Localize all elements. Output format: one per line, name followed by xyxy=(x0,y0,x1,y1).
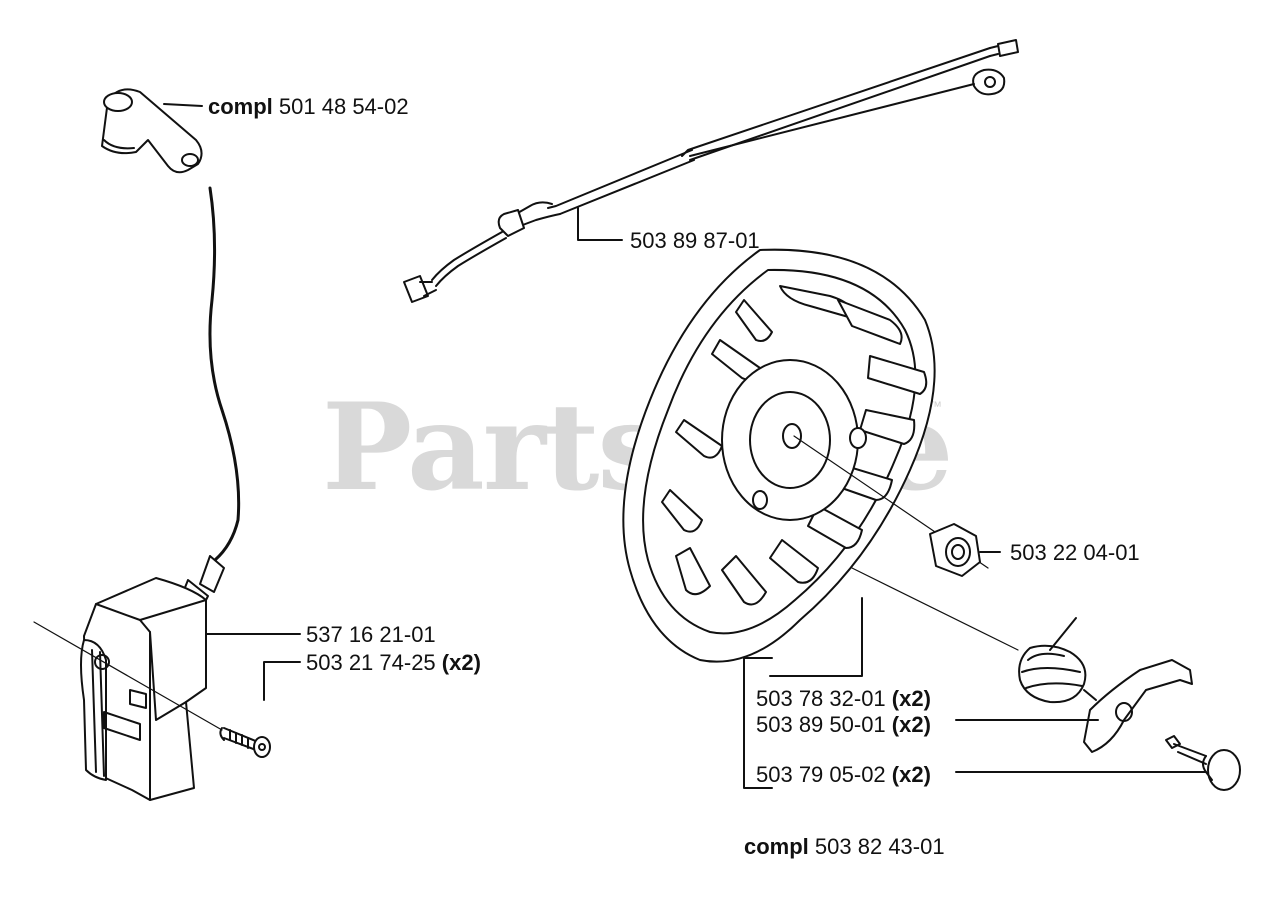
spark-plug-boot-illustration xyxy=(101,88,203,174)
callout-prefix: compl xyxy=(744,834,809,859)
callout-part-number: 503 21 74-25 xyxy=(306,650,436,675)
callout-prefix: compl xyxy=(208,94,273,119)
callout-module-screw[interactable]: 503 21 74-25 (x2) xyxy=(306,652,481,674)
pawl-pin-illustration xyxy=(1165,735,1241,791)
callout-flywheel-assembly[interactable]: compl 503 82 43-01 xyxy=(744,836,945,858)
callout-ignition-module[interactable]: 537 16 21-01 xyxy=(306,624,436,646)
callout-quantity: (x2) xyxy=(441,650,481,675)
leader-wire-harness xyxy=(577,207,623,241)
pawl-spring-illustration xyxy=(1018,617,1097,704)
callout-pawl-pin[interactable]: 503 79 05-02 (x2) xyxy=(756,764,931,786)
callout-part-number: 503 79 05-02 xyxy=(756,762,886,787)
pawl-axis-line xyxy=(851,567,1019,651)
callout-quantity: (x2) xyxy=(891,686,931,711)
module-screw-illustration xyxy=(219,727,271,758)
callout-part-number: 503 78 32-01 xyxy=(756,686,886,711)
callout-quantity: (x2) xyxy=(891,762,931,787)
screw-axis-line xyxy=(33,621,223,731)
callout-spark-plug-boot[interactable]: compl 501 48 54-02 xyxy=(208,96,409,118)
callout-flywheel-nut[interactable]: 503 22 04-01 xyxy=(1010,542,1140,564)
leader-spark-plug-boot xyxy=(163,103,203,107)
callout-part-number: 503 89 50-01 xyxy=(756,712,886,737)
callout-pawl-spring[interactable]: 503 89 50-01 (x2) xyxy=(756,714,931,736)
callout-part-number: 503 82 43-01 xyxy=(814,834,945,859)
callout-wire-harness[interactable]: 503 89 87-01 xyxy=(630,230,760,252)
ignition-module-illustration xyxy=(80,555,225,801)
callout-part-number: 537 16 21-01 xyxy=(306,622,436,647)
callout-part-number: 503 22 04-01 xyxy=(1010,540,1140,565)
callout-part-number: 503 89 87-01 xyxy=(630,228,760,253)
leader-module-screw xyxy=(263,661,301,701)
ignition-lead-illustration xyxy=(208,186,241,562)
leader-pawl xyxy=(769,597,863,677)
callout-part-number: 501 48 54-02 xyxy=(278,94,409,119)
pawl-illustration xyxy=(1083,659,1193,753)
flywheel-illustration xyxy=(622,248,936,663)
callout-quantity: (x2) xyxy=(891,712,931,737)
callout-pawl[interactable]: 503 78 32-01 (x2) xyxy=(756,688,931,710)
leader-flywheel-assembly-bracket xyxy=(743,657,773,789)
flywheel-nut-illustration xyxy=(929,523,981,577)
wire-harness-illustration xyxy=(403,39,1019,303)
